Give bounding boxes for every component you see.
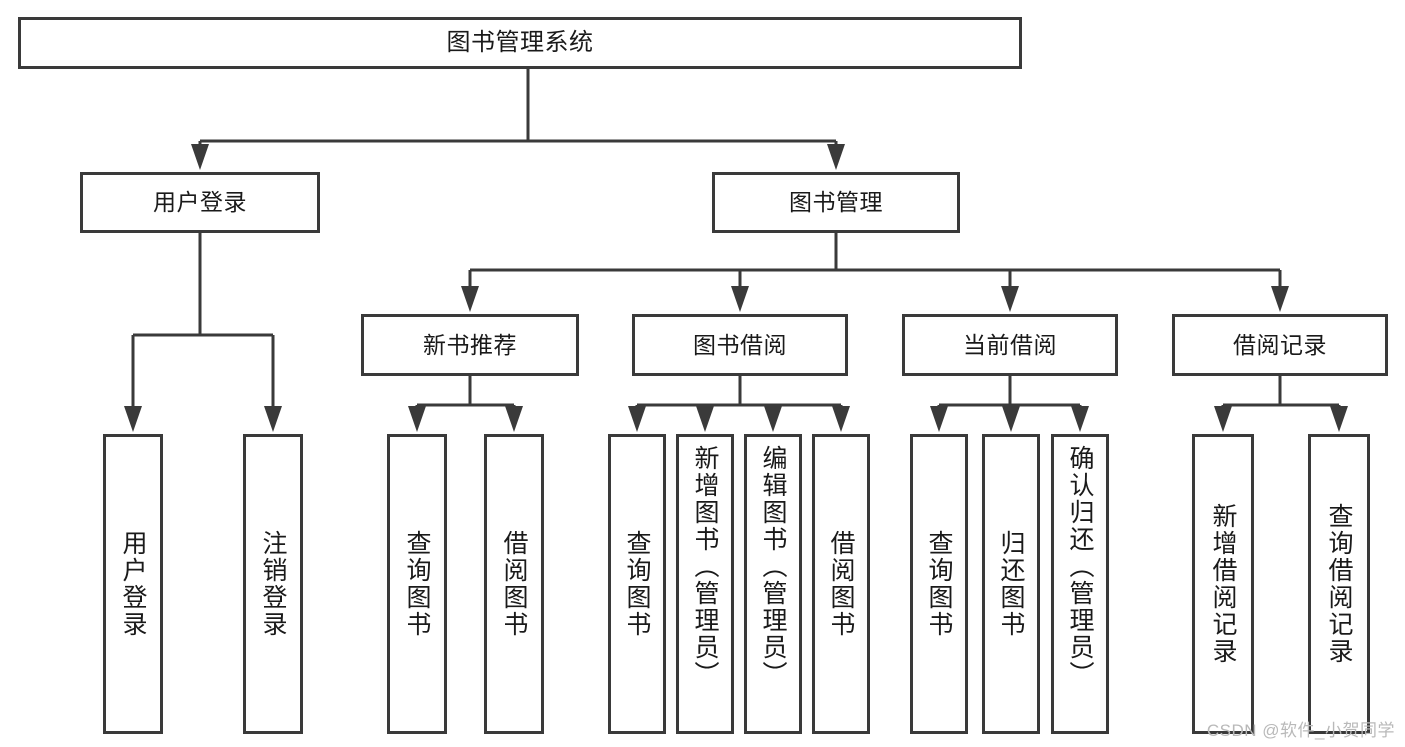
node-label: 图书管理 (789, 189, 883, 216)
node-leaf-logout[interactable]: 注销登录 (243, 434, 303, 734)
arrowhead-icon (505, 406, 523, 432)
node-root[interactable]: 图书管理系统 (18, 17, 1022, 69)
arrowhead-icon (408, 406, 426, 432)
node-label: 编辑图书（管理员） (759, 445, 787, 688)
node-label: 图书借阅 (693, 331, 787, 358)
node-label: 当前借阅 (963, 331, 1057, 358)
watermark-text: CSDN @软件_小贺同学 (1206, 721, 1395, 740)
arrowhead-icon (1214, 406, 1232, 432)
node-label: 新书推荐 (423, 331, 517, 358)
node-label: 查询图书 (623, 530, 651, 638)
node-leaf-borrow-book-1[interactable]: 借阅图书 (484, 434, 544, 734)
node-leaf-borrow-book-2[interactable]: 借阅图书 (812, 434, 870, 734)
node-leaf-query-book-1[interactable]: 查询图书 (387, 434, 447, 734)
node-label: 查询图书 (403, 530, 431, 638)
node-leaf-return-book[interactable]: 归还图书 (982, 434, 1040, 734)
arrowhead-icon (1001, 286, 1019, 312)
node-label: 新增借阅记录 (1209, 503, 1237, 665)
node-leaf-add-book-admin[interactable]: 新增图书（管理员） (676, 434, 734, 734)
node-label: 借阅图书 (827, 530, 855, 638)
arrowhead-icon (461, 286, 479, 312)
arrowhead-icon (1330, 406, 1348, 432)
node-label: 用户登录 (153, 189, 247, 216)
arrowhead-icon (827, 144, 845, 170)
node-new-book-recommend[interactable]: 新书推荐 (361, 314, 579, 376)
arrowhead-icon (731, 286, 749, 312)
node-borrow-record[interactable]: 借阅记录 (1172, 314, 1388, 376)
node-label: 借阅图书 (500, 530, 528, 638)
node-user-login[interactable]: 用户登录 (80, 172, 320, 233)
node-leaf-add-borrow-record[interactable]: 新增借阅记录 (1192, 434, 1254, 734)
node-label: 确认归还（管理员） (1066, 445, 1094, 688)
node-label: 新增图书（管理员） (691, 445, 719, 688)
node-leaf-user-login[interactable]: 用户登录 (103, 434, 163, 734)
node-current-borrow[interactable]: 当前借阅 (902, 314, 1118, 376)
arrowhead-icon (764, 406, 782, 432)
node-leaf-confirm-return-admin[interactable]: 确认归还（管理员） (1051, 434, 1109, 734)
node-book-manage[interactable]: 图书管理 (712, 172, 960, 233)
arrowhead-group (124, 144, 1348, 432)
node-label: 借阅记录 (1233, 331, 1327, 358)
arrowhead-icon (264, 406, 282, 432)
node-leaf-edit-book-admin[interactable]: 编辑图书（管理员） (744, 434, 802, 734)
node-label: 查询图书 (925, 530, 953, 638)
node-label: 图书管理系统 (446, 29, 594, 57)
node-label: 用户登录 (119, 530, 147, 638)
node-label: 注销登录 (259, 530, 287, 638)
arrowhead-icon (930, 406, 948, 432)
arrowhead-icon (191, 144, 209, 170)
node-leaf-query-borrow-record[interactable]: 查询借阅记录 (1308, 434, 1370, 734)
node-leaf-query-book-2[interactable]: 查询图书 (608, 434, 666, 734)
arrowhead-icon (1002, 406, 1020, 432)
arrowhead-icon (1071, 406, 1089, 432)
node-label: 归还图书 (997, 530, 1025, 638)
node-label: 查询借阅记录 (1325, 503, 1353, 665)
arrowhead-icon (696, 406, 714, 432)
arrowhead-icon (832, 406, 850, 432)
arrowhead-icon (628, 406, 646, 432)
node-leaf-query-book-3[interactable]: 查询图书 (910, 434, 968, 734)
node-book-borrow[interactable]: 图书借阅 (632, 314, 848, 376)
arrowhead-icon (1271, 286, 1289, 312)
arrowhead-icon (124, 406, 142, 432)
